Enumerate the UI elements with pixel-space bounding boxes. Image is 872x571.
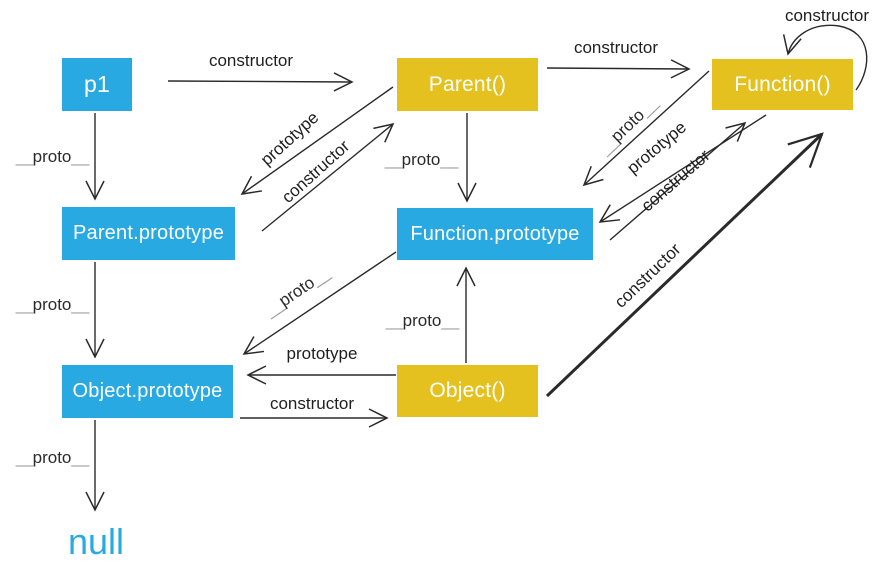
node-null: null [67, 521, 125, 562]
proto-underscore: __ [385, 311, 404, 330]
node-parent-prototype: Parent.prototype [62, 207, 235, 260]
label-proto-object: __proto__ [385, 311, 460, 330]
node-function-function: Function() [712, 59, 853, 110]
label-prototype-object: prototype [286, 344, 358, 363]
proto-underscore: __ [440, 150, 458, 169]
edge-functionprototype-proto-diagonal [242, 251, 397, 355]
label-proto-p1: __proto__ [15, 147, 90, 166]
edge-function-proto-diagonal [582, 70, 710, 187]
proto-underscore: __ [15, 295, 34, 314]
edge-functionprototype-constructor-diagonal [609, 121, 747, 241]
label-constructor-object: constructor [269, 394, 355, 413]
node-object-prototype-label: Object.prototype [72, 380, 223, 402]
node-p1-label: p1 [84, 71, 110, 97]
node-parent-function: Parent() [397, 58, 538, 111]
node-function-prototype: Function.prototype [397, 208, 593, 260]
proto-underscore: __ [71, 448, 89, 467]
node-p1: p1 [62, 58, 132, 111]
label-proto-parent-prototype: __proto__ [15, 295, 90, 314]
label-constructor-parent-function: constructor [573, 38, 659, 57]
proto-underscore: __ [15, 448, 34, 467]
node-function-prototype-label: Function.prototype [410, 222, 580, 245]
proto-underscore: __ [71, 147, 89, 166]
label-constructor-function-selfloop: constructor [784, 6, 870, 25]
node-function-function-label: Function() [734, 72, 831, 96]
proto-underscore: __ [441, 311, 459, 330]
proto-underscore: __ [71, 295, 89, 314]
edge-object-to-function-constructor [545, 132, 824, 398]
node-parent-function-label: Parent() [428, 72, 507, 96]
edge-p1-to-parent-constructor [167, 72, 354, 92]
proto-underscore: __ [384, 150, 403, 169]
node-object-prototype: Object.prototype [62, 365, 233, 418]
label-proto-parent: __proto__ [384, 150, 459, 169]
proto-underscore: __ [15, 147, 34, 166]
node-parent-prototype-label: Parent.prototype [72, 222, 225, 244]
label-proto-object-prototype: __proto__ [15, 448, 90, 467]
edge-parent-prototype-diagonal [240, 86, 394, 195]
edge-parent-to-function-constructor [546, 59, 691, 79]
edge-parentprototype-constructor-diagonal [261, 122, 395, 232]
label-constructor-p1-parent: constructor [208, 51, 294, 70]
node-object-function: Object() [397, 365, 538, 417]
node-object-function-label: Object() [429, 379, 506, 402]
edge-function-self-constructor-loop [782, 24, 868, 91]
